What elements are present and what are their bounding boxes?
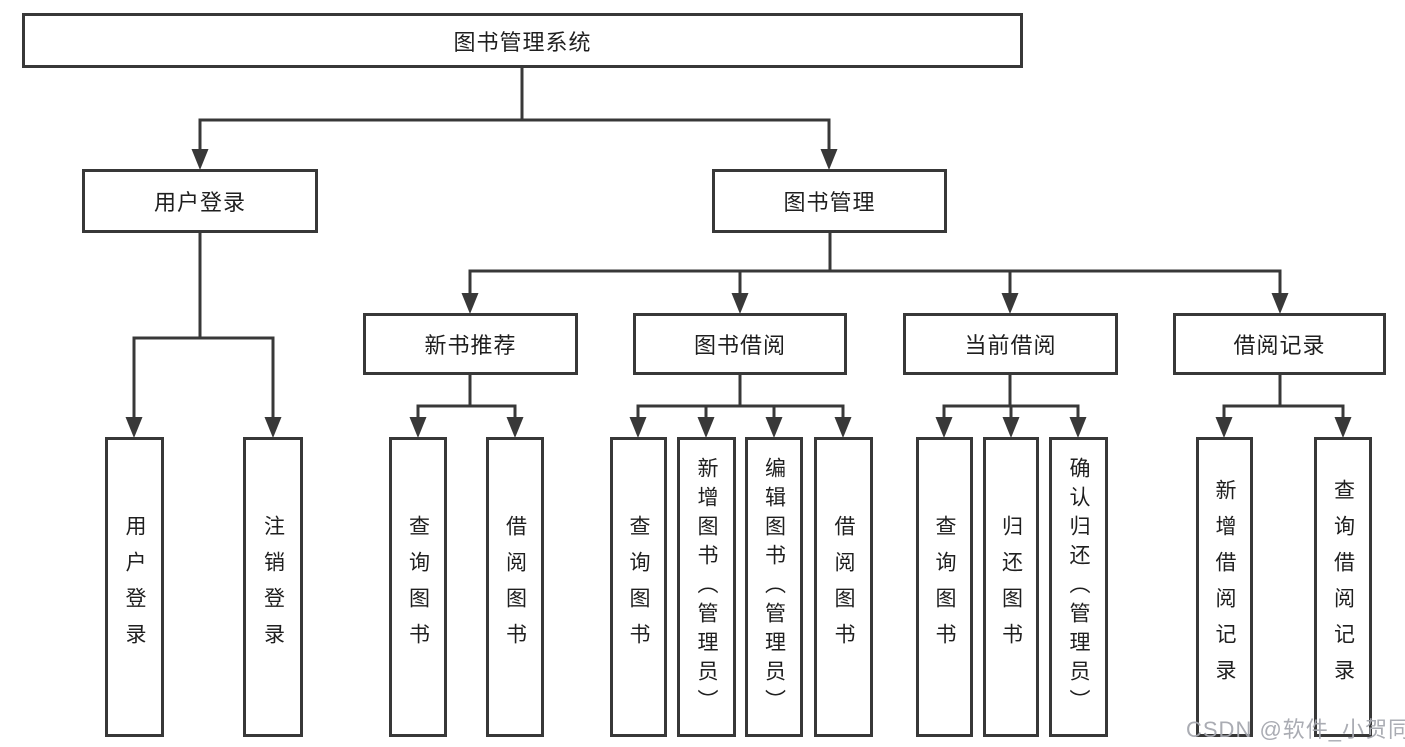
leaf-edit-book-admin-label: 编辑图书（管理员）	[762, 456, 786, 718]
watermark: CSDN @软件_小贺同学	[1186, 717, 1405, 742]
leaf-logout-label: 注销登录	[261, 515, 285, 659]
node-current-borrowing-label: 当前借阅	[964, 333, 1057, 358]
leaf-newbook-query-books: 查询图书	[389, 437, 447, 737]
leaf-return-books-label: 归还图书	[999, 515, 1023, 659]
leaf-newbook-borrow-books-label: 借阅图书	[503, 515, 527, 659]
leaf-borrowing-borrow-books-label: 借阅图书	[832, 515, 855, 659]
leaf-borrowing-borrow-books: 借阅图书	[814, 437, 873, 737]
leaf-confirm-return-admin: 确认归还（管理员）	[1049, 437, 1108, 737]
node-new-book-recommend: 新书推荐	[363, 313, 578, 375]
leaf-confirm-return-admin-label: 确认归还（管理员）	[1067, 456, 1090, 718]
leaf-query-borrow-record-label: 查询借阅记录	[1331, 479, 1355, 695]
leaf-newbook-borrow-books: 借阅图书	[486, 437, 544, 737]
leaf-add-book-admin-label: 新增图书（管理员）	[695, 456, 718, 718]
leaf-edit-book-admin: 编辑图书（管理员）	[745, 437, 803, 737]
node-root: 图书管理系统	[22, 13, 1023, 68]
leaf-borrowing-query-books-label: 查询图书	[627, 515, 650, 659]
node-book-borrowing-label: 图书借阅	[693, 333, 786, 358]
node-book-management: 图书管理	[712, 169, 947, 233]
leaf-add-book-admin: 新增图书（管理员）	[677, 437, 736, 737]
node-book-borrowing: 图书借阅	[633, 313, 847, 375]
node-new-book-recommend-label: 新书推荐	[424, 333, 517, 358]
node-user-login: 用户登录	[82, 169, 318, 233]
leaf-add-borrow-record-label: 新增借阅记录	[1213, 479, 1236, 695]
leaf-current-query-books-label: 查询图书	[933, 515, 956, 659]
node-book-management-label: 图书管理	[783, 190, 876, 215]
leaf-user-login-label: 用户登录	[123, 515, 146, 659]
leaf-newbook-query-books-label: 查询图书	[406, 515, 430, 659]
leaf-current-query-books: 查询图书	[916, 437, 973, 737]
leaf-add-borrow-record: 新增借阅记录	[1196, 437, 1253, 737]
node-borrowing-records-label: 借阅记录	[1233, 333, 1326, 358]
leaf-borrowing-query-books: 查询图书	[610, 437, 667, 737]
node-current-borrowing: 当前借阅	[903, 313, 1118, 375]
node-user-login-label: 用户登录	[153, 190, 246, 215]
leaf-return-books: 归还图书	[983, 437, 1039, 737]
leaf-user-login: 用户登录	[105, 437, 164, 737]
node-root-label: 图书管理系统	[453, 29, 592, 55]
leaf-query-borrow-record: 查询借阅记录	[1314, 437, 1372, 737]
node-borrowing-records: 借阅记录	[1173, 313, 1386, 375]
leaf-logout: 注销登录	[243, 437, 303, 737]
